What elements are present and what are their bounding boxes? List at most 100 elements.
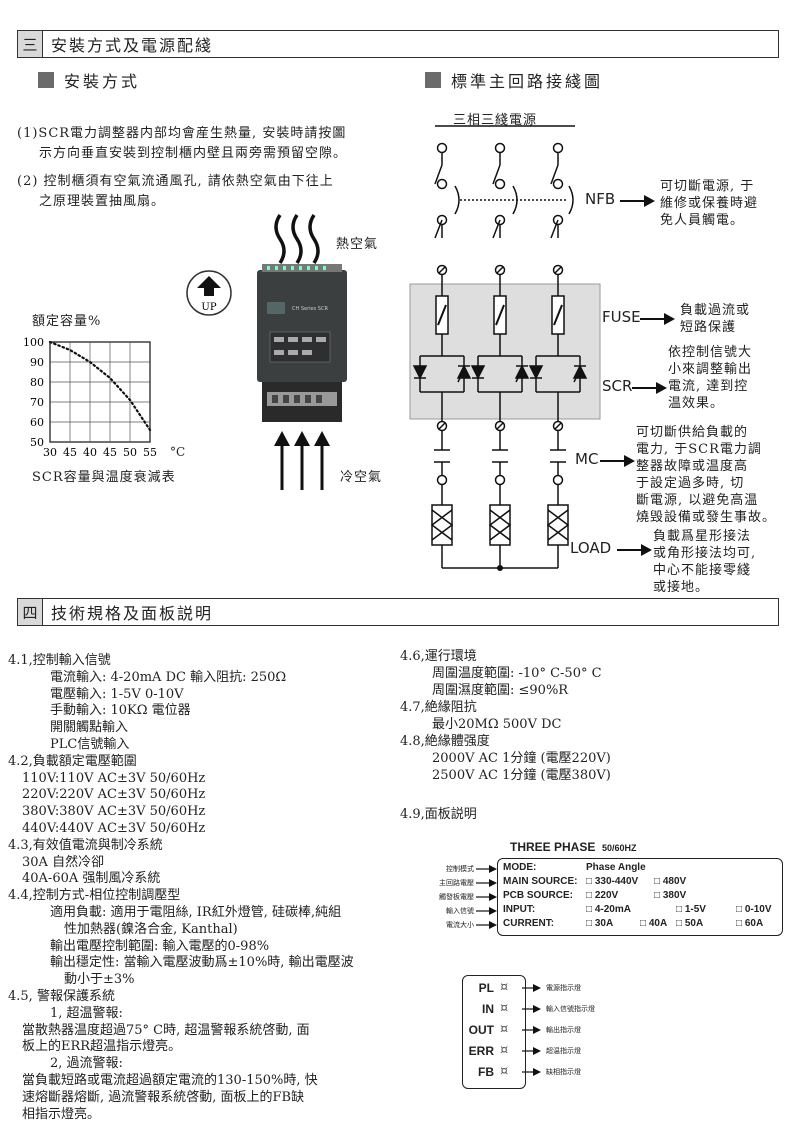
cold-air-label: 冷空氣 bbox=[340, 470, 383, 485]
spec-line: 當負載短路或電流超過額定電流的130-150%時, 快 bbox=[22, 1073, 318, 1088]
fuse-note: 負載過流或短路保護 bbox=[680, 303, 751, 335]
spec-heading: 4.7,絶緣阻抗 bbox=[400, 700, 477, 715]
arrow-right-icon bbox=[522, 1068, 541, 1076]
up-arrow-icon: UP bbox=[186, 270, 232, 316]
panel-option-checkbox[interactable]: □ 4-20mA bbox=[586, 904, 631, 915]
spec-line: 動小于±3% bbox=[64, 972, 135, 988]
fuse-label: FUSE bbox=[602, 308, 641, 326]
panel-option-checkbox[interactable]: □ 30A bbox=[586, 918, 614, 929]
spec-line: 2000V AC 1分鐘 (電壓220V) bbox=[432, 751, 611, 766]
arrow-right-icon bbox=[476, 921, 497, 929]
spec-line: 輸出穩定性: 當輸入電壓波動爲±10%時, 輸出電壓波 bbox=[50, 955, 354, 971]
led-indicator-icon: ¤ bbox=[500, 980, 509, 995]
panel-option-checkbox[interactable]: □ 1-5V bbox=[676, 904, 706, 915]
scr-note: 依控制信號大小來調整輸出電流, 達到控温效果。 bbox=[668, 345, 753, 411]
spec-line: 1, 超温警報: bbox=[50, 1005, 123, 1021]
mc-note: 可切斷供給負載的電力, 于SCR電力調整器故障或温度高于設定過多時, 切斷電源,… bbox=[636, 425, 777, 525]
section-4-number: 四 bbox=[18, 599, 43, 625]
spec-heading: 4.5, 警報保護系統 bbox=[8, 989, 115, 1004]
spec-line: 30A 自然冷卻 bbox=[22, 854, 105, 870]
load-label: LOAD bbox=[570, 539, 612, 557]
spec-line: 電壓輸入: 1-5V 0-10V bbox=[50, 686, 184, 702]
spec-line: 手動輸入: 10KΩ 電位器 bbox=[50, 703, 191, 719]
led-panel-box bbox=[462, 975, 526, 1089]
panel-option-checkbox[interactable]: □ 50A bbox=[676, 918, 704, 929]
panel-option-checkbox[interactable]: Phase Angle bbox=[586, 862, 646, 873]
spec-line: 40A-60A 强制風冷系統 bbox=[22, 871, 161, 887]
spec-line: 速熔斷器熔斷, 過流警報系統啓動, 面板上的FB缺 bbox=[22, 1089, 305, 1105]
led-code: FB bbox=[478, 1065, 494, 1079]
hot-air-waves-icon bbox=[274, 214, 320, 264]
svg-text:UP: UP bbox=[201, 302, 216, 313]
spec-line: 電流輸入: 4-20mA DC 輸入阻抗: 250Ω bbox=[50, 669, 287, 685]
y-tick-label: 50 bbox=[30, 436, 44, 449]
series-line bbox=[48, 340, 152, 432]
section-4-title: 技術規格及面板説明 bbox=[51, 604, 214, 623]
spec-line: 220V:220V AC±3V 50/60Hz bbox=[22, 787, 206, 803]
panel-option-checkbox[interactable]: □ 0-10V bbox=[736, 904, 772, 915]
section-3-number: 三 bbox=[18, 31, 43, 57]
mc-label: MC bbox=[575, 450, 599, 468]
x-tick-label: 50 bbox=[123, 446, 137, 459]
panel-option-checkbox[interactable]: □ 60A bbox=[736, 918, 764, 929]
spec-line: 開關觸點輸入 bbox=[50, 720, 129, 736]
spec-heading: 4.3,有效值電流與制冷系統 bbox=[8, 837, 163, 853]
x-tick-label: 30 bbox=[43, 446, 57, 459]
derate-caption: SCR容量與温度衰減表 bbox=[32, 470, 176, 485]
spec-line: 適用負載: 適用于電阻絲, IR紅外燈管, 硅碳棒,純組 bbox=[50, 905, 342, 920]
led-description: 超温指示燈 bbox=[546, 1047, 581, 1055]
install-paragraph-1: (1)SCR電力調整器内部均會産生熱量, 安裝時請按圖 示方向垂直安裝到控制櫃内… bbox=[17, 126, 348, 161]
spec-line: 最小20MΩ 500V DC bbox=[432, 717, 562, 732]
spec-line: 110V:110V AC±3V 50/60Hz bbox=[22, 770, 206, 786]
panel-row-label: MODE: bbox=[503, 862, 537, 873]
arrow-right-icon bbox=[476, 879, 497, 887]
svg-text:CH Series SCR: CH Series SCR bbox=[292, 306, 328, 312]
x-tick-label: 45 bbox=[103, 446, 117, 459]
panel-option-checkbox[interactable]: □ 330-440V bbox=[586, 876, 639, 887]
spec-line: 當散熱器温度超過75° C時, 超温警報系統啓動, 面 bbox=[22, 1022, 310, 1038]
panel-row-label: PCB SOURCE: bbox=[503, 890, 574, 901]
spec-line: 周圍濕度範圍: ≤90%R bbox=[432, 683, 569, 698]
panel-side-label: 主回路電壓 bbox=[439, 879, 474, 887]
arrow-right-icon bbox=[476, 865, 497, 873]
panel-option-checkbox[interactable]: □ 480V bbox=[654, 876, 687, 887]
panel-option-checkbox[interactable]: □ 40A bbox=[640, 918, 668, 929]
panel-option-checkbox[interactable]: □ 380V bbox=[654, 890, 687, 901]
arrow-right-icon bbox=[522, 984, 541, 992]
panel-option-checkbox[interactable]: □ 220V bbox=[586, 890, 619, 901]
spec-line: 性加熱器(鎳洛合金, Kanthal) bbox=[64, 921, 238, 937]
section-3-header: 三 安裝方式及電源配綫 bbox=[17, 30, 779, 58]
led-code: OUT bbox=[468, 1023, 494, 1037]
plot-frame bbox=[49, 341, 151, 443]
panel-row-label: MAIN SOURCE: bbox=[503, 876, 578, 887]
spec-line: 2500V AC 1分鐘 (電壓380V) bbox=[432, 768, 611, 783]
led-description: 缺相指示燈 bbox=[546, 1068, 581, 1076]
led-indicator-icon: ¤ bbox=[500, 1043, 509, 1058]
arrow-right-icon bbox=[600, 455, 635, 467]
derate-unit: °C bbox=[170, 445, 186, 459]
arrow-right-icon bbox=[476, 893, 497, 901]
panel-spec-box bbox=[497, 858, 783, 936]
arrow-right-icon bbox=[617, 544, 652, 556]
spec-line: 2, 過流警報: bbox=[50, 1056, 123, 1072]
spec-line: PLC信號輸入 bbox=[50, 737, 130, 752]
y-tick-label: 80 bbox=[30, 376, 44, 389]
arrow-right-icon bbox=[620, 195, 655, 207]
panel-side-label: 觸發板電壓 bbox=[439, 893, 474, 901]
y-tick-label: 100 bbox=[23, 336, 44, 349]
led-indicator-icon: ¤ bbox=[500, 1064, 509, 1079]
arrow-right-icon bbox=[476, 907, 497, 915]
nfb-note: 可切斷電源, 于維修或保養時避免人員觸電。 bbox=[660, 179, 759, 228]
spec-heading: 4.4,控制方式-相位控制調壓型 bbox=[8, 888, 181, 904]
led-indicator-icon: ¤ bbox=[500, 1001, 509, 1016]
scr-label: SCR bbox=[602, 377, 633, 395]
spec-line: 440V:440V AC±3V 50/60Hz bbox=[22, 821, 206, 836]
bullet-square-icon bbox=[38, 72, 54, 88]
led-description: 輸入信號指示燈 bbox=[546, 1005, 595, 1013]
led-code: IN bbox=[482, 1002, 494, 1016]
led-code: PL bbox=[478, 981, 494, 995]
panel-side-label: 控制模式 bbox=[446, 865, 474, 873]
section-3-title: 安裝方式及電源配綫 bbox=[51, 36, 214, 55]
spec-line: 380V:380V AC±3V 50/60Hz bbox=[22, 804, 206, 820]
